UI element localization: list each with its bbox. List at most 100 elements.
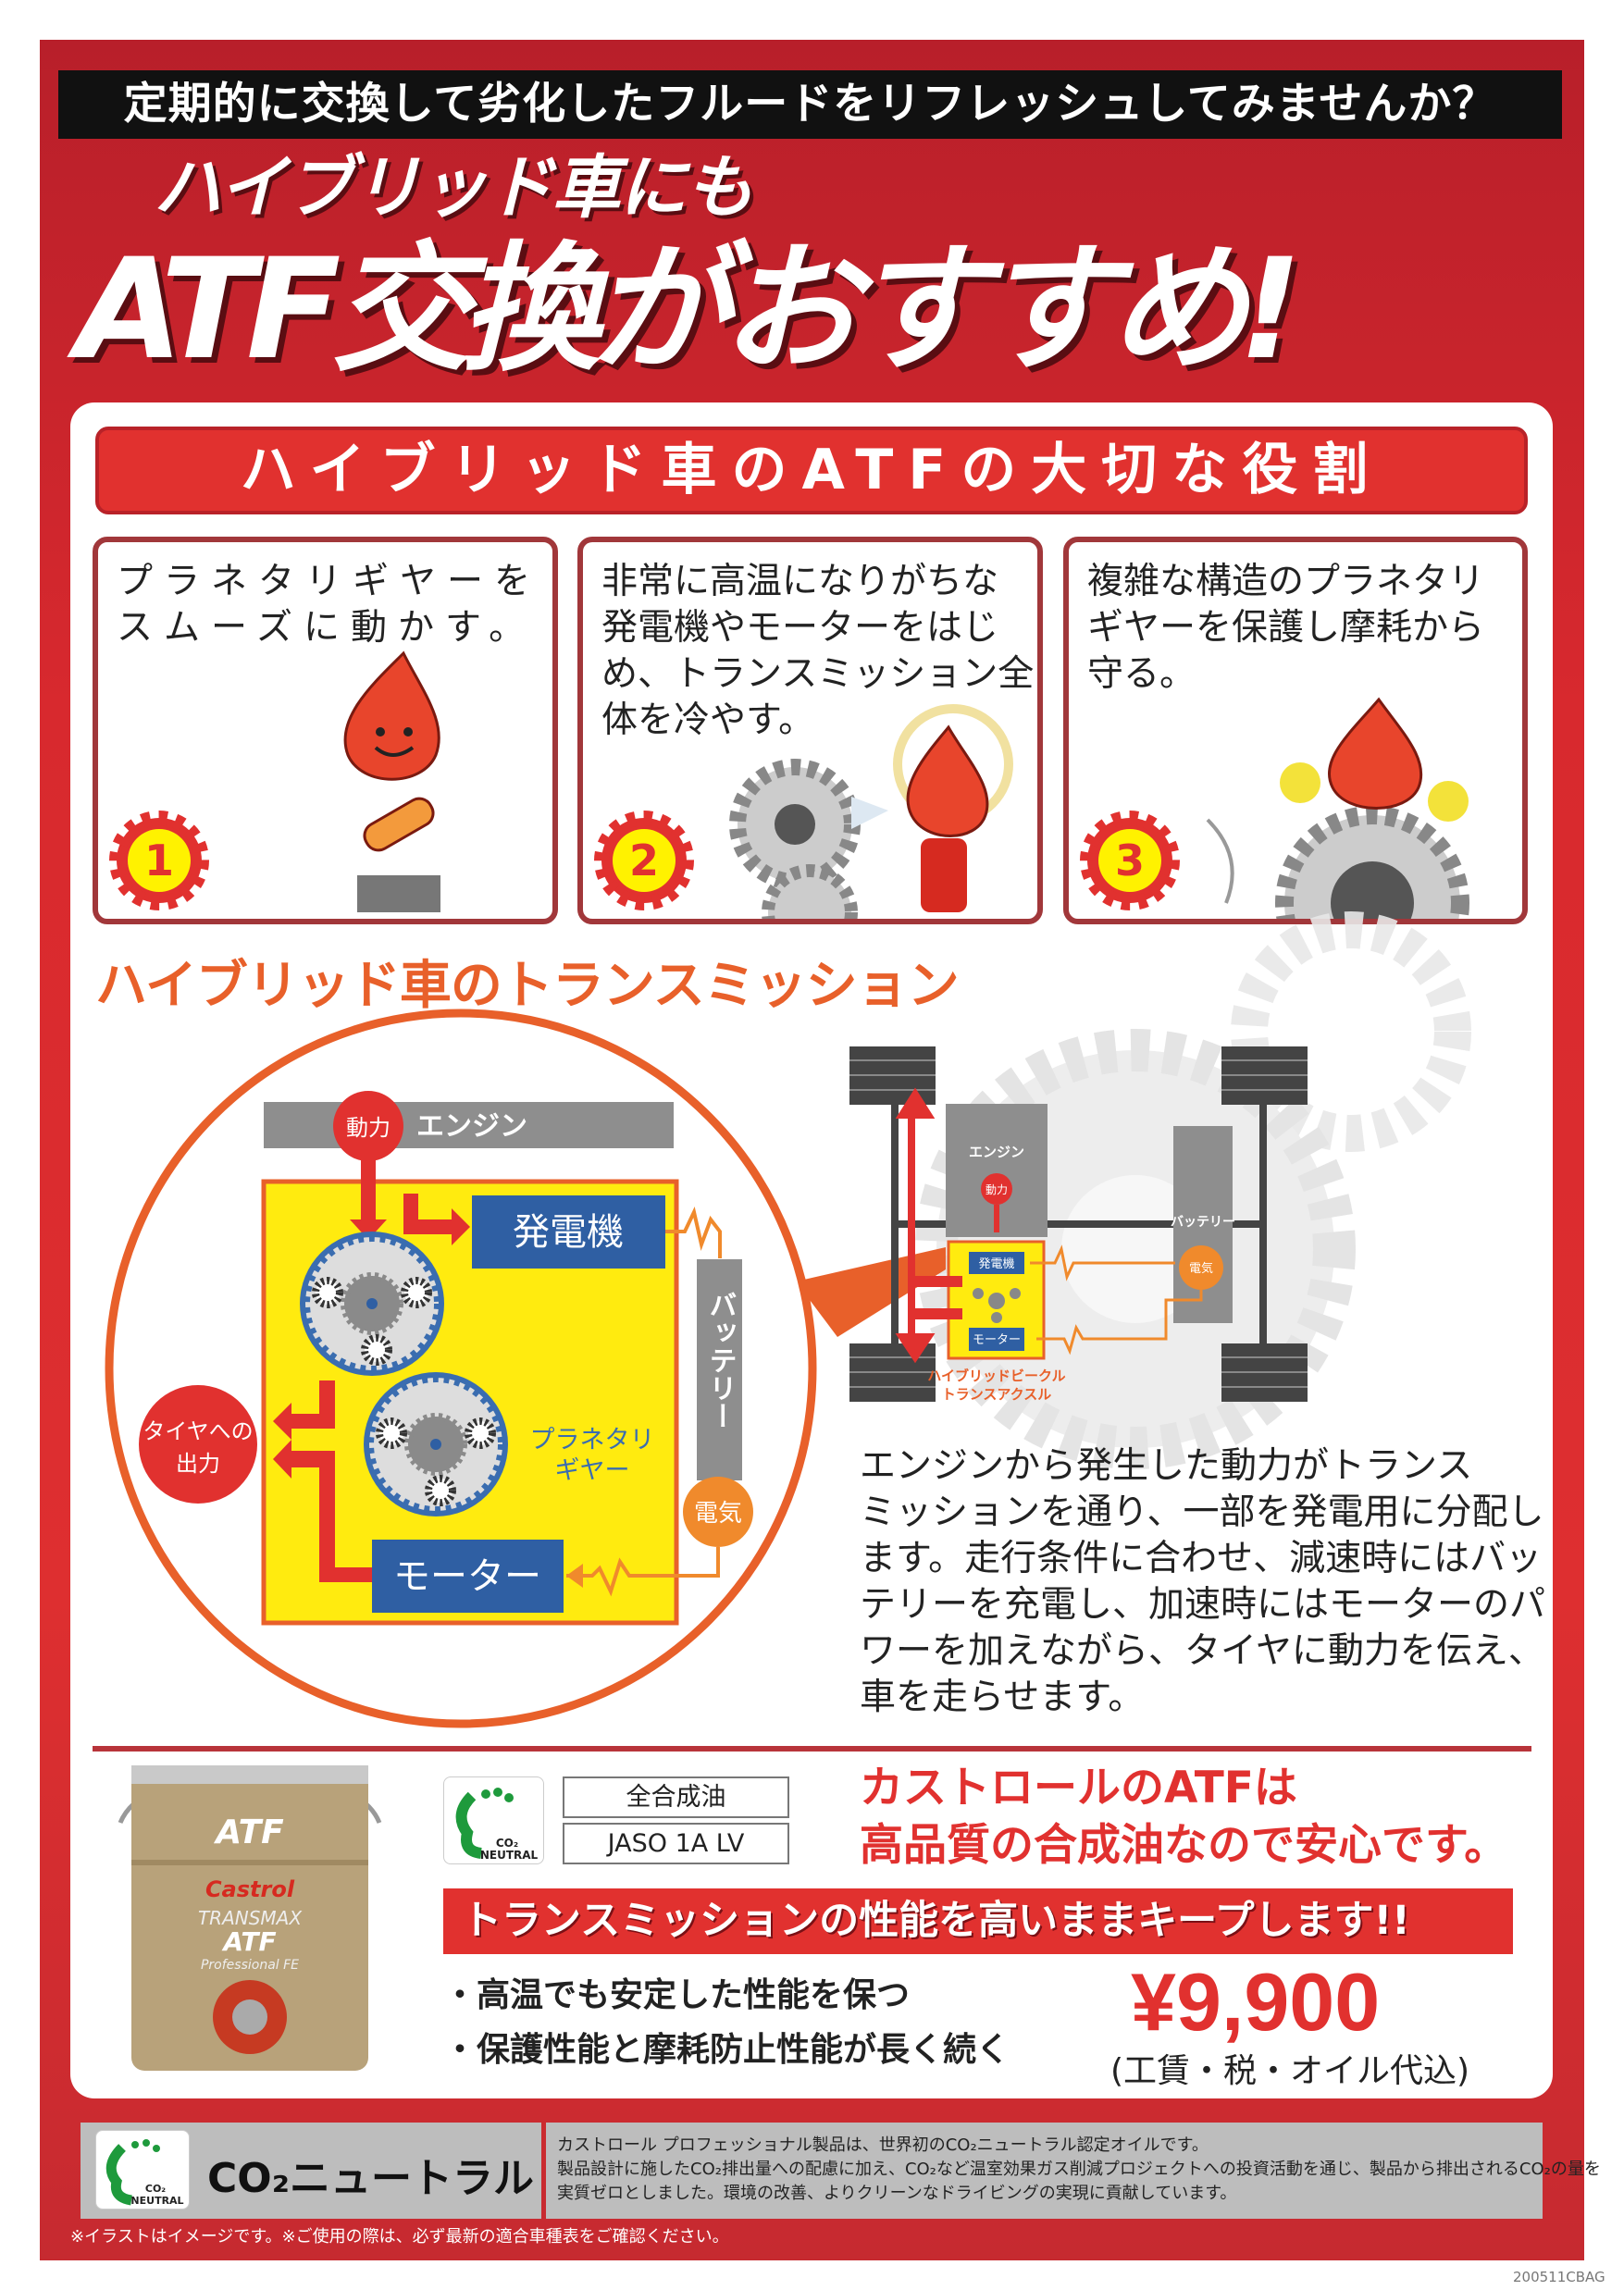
card-line: プラネタリギヤーを [117, 561, 542, 602]
motor-label: モーター [973, 1333, 1021, 1347]
generator-label: 発電機 [978, 1257, 1014, 1271]
planet-gear [376, 1417, 407, 1449]
description-line: テリーを充電し、加速時にはモーターのパ [860, 1584, 1546, 1626]
bullet-1: ・高温でも安定した性能を保つ [443, 1976, 911, 2014]
card-line: スムーズに動かす。 [117, 607, 537, 649]
electricity-label: 電気 [694, 1500, 742, 1528]
footer-text-line: 製品設計に施したCO₂排出量への配慮に加え、CO₂など温室効果ガス削減プロジェク… [557, 2160, 1601, 2179]
price-note: (工賃・税・オイル代込) [1110, 2052, 1470, 2090]
card-line: め、トランスミッション全 [601, 653, 1035, 695]
battery-bar [697, 1259, 742, 1480]
number-badge-1: 1 [109, 811, 209, 910]
generator-label: 発電機 [513, 1211, 624, 1254]
drive-shaft [895, 1220, 1263, 1228]
can-line3: Professional FE [201, 1958, 299, 1973]
battery-block [1173, 1126, 1233, 1323]
generator-box [472, 1195, 665, 1269]
card-line: 発電機やモーターをはじ [601, 607, 999, 649]
description-line: エンジンから発生した動力がトランス [860, 1445, 1473, 1487]
gear-center [366, 1298, 378, 1309]
can-line1: TRANSMAX [198, 1907, 303, 1929]
mascot-skateboard-illustration: 1 [109, 650, 440, 912]
number-badge-2: 2 [594, 811, 694, 910]
planetary-label: ギヤー [555, 1456, 630, 1485]
power-badge [333, 1091, 403, 1161]
badge-number: 2 [629, 836, 659, 885]
drive-arrow [895, 1087, 936, 1364]
bullet-2: ・保護性能と摩耗防止性能が長く続く [443, 2031, 1010, 2069]
svg-text:CO₂: CO₂ [145, 2183, 166, 2195]
output-arrows [273, 1380, 372, 1582]
transmission-section-title: ハイブリッド車のトランスミッション [95, 956, 960, 1016]
mascot-cooling-illustration: 2 [594, 704, 1013, 919]
card-line: 非常に高温になりがちな [601, 561, 999, 602]
can-top-label: ATF [213, 1813, 284, 1851]
zoom-wedge [796, 1247, 946, 1337]
power-arrow [350, 1147, 387, 1240]
headline-line2: ATF交換がおすすめ! [76, 229, 1302, 390]
planet-gear [401, 1277, 432, 1308]
engine-bar [264, 1102, 674, 1148]
footer-text: カストロール プロフェッショナル製品は、世界初のCO₂ニュートラル認定オイルです… [557, 2134, 1601, 2206]
product-headline-line: 高品質の合成油なので安心です。 [860, 1820, 1508, 1871]
number-badge-3: 3 [1080, 811, 1180, 910]
description-line: ワーを加えながら、タイヤに動力を伝え、 [860, 1630, 1544, 1672]
role-card-2: 2 非常に高温になりがちな 発電機やモーターをはじ め、トランスミッション全 体… [577, 537, 1043, 924]
headline-line1: ハイブリッド車にも [154, 148, 754, 228]
description-line: ミッションを通り、一部を発電用に分配し [860, 1492, 1544, 1533]
electric-flow-1 [665, 1206, 722, 1258]
badge-number: 3 [1115, 836, 1145, 885]
product-banner: トランスミッションの性能を高いままキープします!! [443, 1888, 1513, 1954]
planet-gear [465, 1417, 496, 1449]
spec-synthetic: 全合成油 [563, 1776, 789, 1818]
footer-disclaimer: ※イラストはイメージです。※ご使用の際は、必ず最新の適合車種表をご確認ください。 [70, 2227, 729, 2247]
roles-title: ハイブリッド車のATFの大切な役割 [95, 427, 1528, 514]
role-card-3: 3 複雑な構造のプラネタリ ギヤーを保護し摩耗から 守る。 [1063, 537, 1528, 924]
output-label: タイヤへの [143, 1418, 253, 1444]
gear-center [430, 1439, 441, 1450]
electric-flow-2 [566, 1547, 720, 1597]
output-label: 出力 [176, 1451, 220, 1477]
footer-text-line: 実質ゼロとしました。環境の改善、よりクリーンなドライビングの実現に貢献しています… [557, 2184, 1237, 2203]
footer-text-line: カストロール プロフェッショナル製品は、世界初のCO₂ニュートラル認定オイルです… [557, 2135, 1209, 2155]
transmission-description: エンジンから発生した動力がトランス ミッションを通り、一部を発電用に分配し ます… [860, 1443, 1545, 1721]
card-line: 複雑な構造のプラネタリ [1087, 561, 1485, 602]
card-line: 守る。 [1087, 653, 1196, 695]
can-brand: Castrol [205, 1876, 295, 1902]
badge-number: 1 [144, 836, 174, 885]
spec-jaso: JASO 1A LV [563, 1823, 789, 1864]
svg-text:NEUTRAL: NEUTRAL [130, 2195, 183, 2207]
price: ¥9,900 [1131, 1956, 1381, 2048]
motor-box [372, 1540, 564, 1613]
product-headline-line: カストロールのATFは [860, 1763, 1297, 1813]
product-headline: カストロールのATFは 高品質の合成油なので安心です。 [860, 1760, 1507, 1875]
card-line: ギヤーを保護し摩耗から [1087, 607, 1485, 649]
engine-label: エンジン [969, 1144, 1024, 1160]
product-can-image: ATF Castrol TRANSMAX ATF Professional FE [118, 1765, 382, 2071]
can-line2: ATF [221, 1926, 276, 1957]
section-divider [93, 1746, 1531, 1752]
footer-text-box [546, 2123, 1543, 2219]
svg-text:NEUTRAL: NEUTRAL [480, 1849, 539, 1862]
top-banner: 定期的に交換して劣化したフルードをリフレッシュしてみませんか？ [58, 70, 1562, 139]
power-label: 動力 [346, 1115, 391, 1141]
description-line: ます。走行条件に合わせ、減速時にはバッ [860, 1538, 1543, 1579]
document-code: 200511CBAG [1513, 2269, 1605, 2285]
planet-gear [425, 1475, 456, 1506]
planetary-gear-1 [300, 1232, 444, 1376]
battery-label: バッテリー [704, 1291, 737, 1430]
mascot-protect-illustration: 3 [1080, 697, 1469, 919]
card-line: 体を冷やす。 [601, 699, 815, 741]
role-card-1: 1 プラネタリギヤーを スムーズに動かす。 [93, 537, 558, 924]
engine-label: エンジン [416, 1110, 527, 1143]
electricity-badge [683, 1477, 753, 1547]
transaxle-label: ハイブリッドビークル [927, 1368, 1065, 1384]
electricity-label: 電気 [1189, 1261, 1213, 1276]
svg-text:CO₂: CO₂ [496, 1837, 518, 1850]
planet-gear [312, 1277, 343, 1308]
transaxle-label: トランスアクスル [942, 1386, 1052, 1403]
footer-title: CO₂ニュートラル [207, 2155, 534, 2202]
